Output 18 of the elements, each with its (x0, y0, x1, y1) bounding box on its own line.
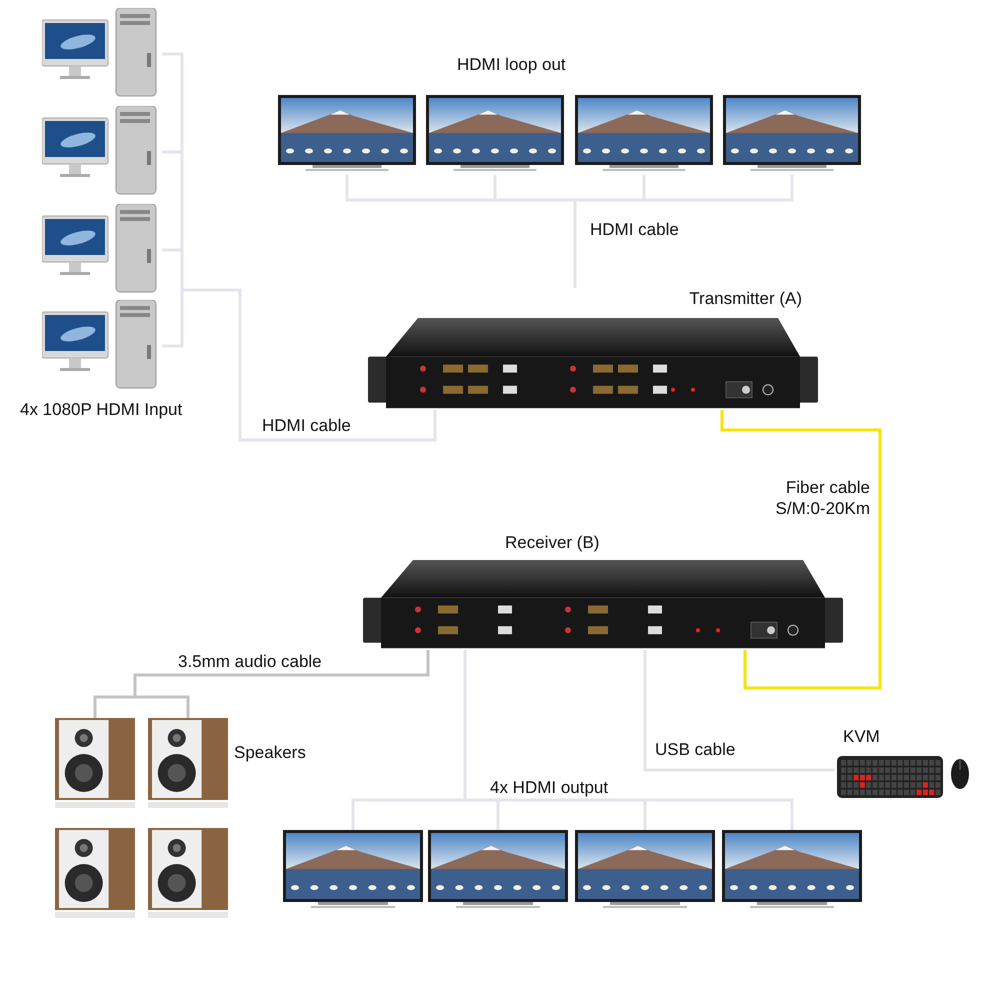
cable-line (644, 650, 835, 772)
device-label: Receiver (B) (505, 532, 600, 553)
caption-text: USB cable (655, 739, 736, 760)
cable-line (720, 410, 882, 690)
speaker-drawing (148, 828, 228, 918)
caption-text: HDMI cable (590, 219, 679, 240)
speaker-drawing (148, 718, 228, 808)
caption-text: Speakers (234, 742, 306, 763)
speaker-drawing (55, 718, 135, 808)
caption-text: 4x HDMI output (490, 777, 608, 798)
caption-text: HDMI loop out (457, 54, 566, 75)
caption-text: Fiber cable S/M:0-20Km (774, 477, 870, 519)
caption-text: 4x 1080P HDMI Input (20, 399, 182, 420)
caption-text: HDMI cable (262, 415, 351, 436)
speaker-drawing (55, 828, 135, 918)
caption-text: 3.5mm audio cable (178, 651, 322, 672)
device-label: KVM (843, 726, 880, 747)
device-label: Transmitter (A) (689, 288, 802, 309)
